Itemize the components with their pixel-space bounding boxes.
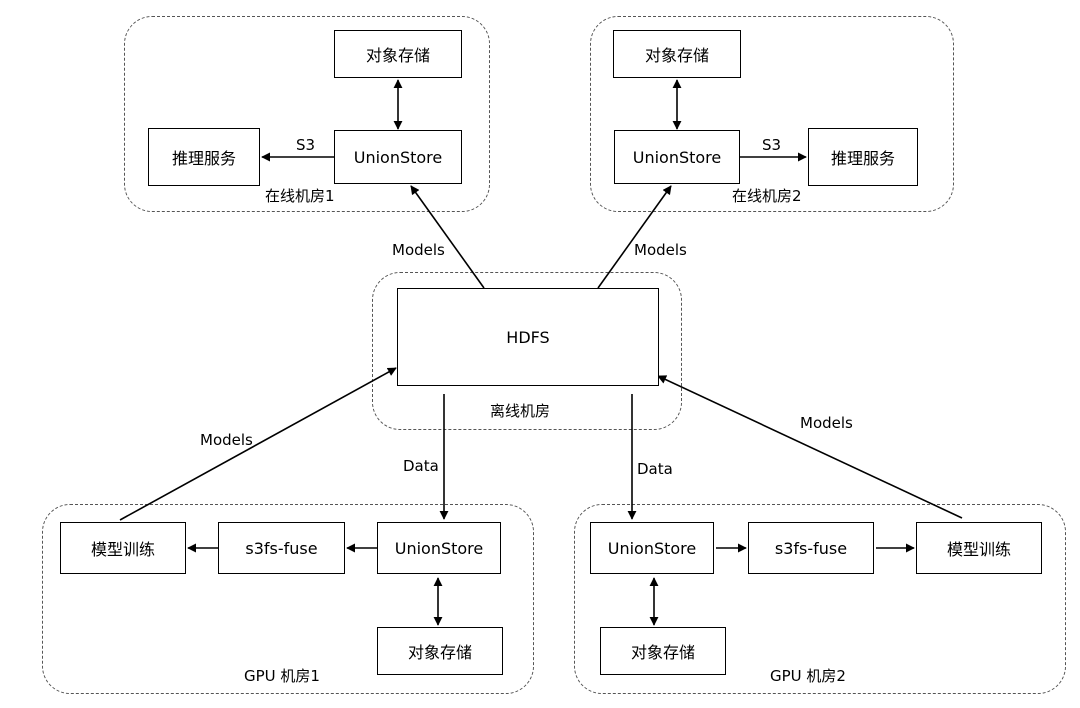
online2-unionstore[interactable]: UnionStore xyxy=(614,130,740,184)
models-to-online1-label: Models xyxy=(392,241,445,259)
hdfs[interactable]: HDFS xyxy=(397,288,659,386)
gpu1-s3fs-fuse[interactable]: s3fs-fuse xyxy=(218,522,345,574)
region-gpu-1-label: GPU 机房1 xyxy=(244,667,320,685)
online2-object-storage[interactable]: 对象存储 xyxy=(613,30,741,78)
region-online-1-label: 在线机房1 xyxy=(265,187,335,205)
online1-object-storage[interactable]: 对象存储 xyxy=(334,30,462,78)
gpu2-model-training[interactable]: 模型训练 xyxy=(916,522,1042,574)
models-from-gpu2-label: Models xyxy=(800,414,853,432)
data-to-gpu1-label: Data xyxy=(403,457,439,475)
edge-models-from-gpu1 xyxy=(119,367,397,521)
online1-s3-label: S3 xyxy=(296,136,316,154)
region-offline-label: 离线机房 xyxy=(490,402,551,420)
region-online-2 xyxy=(590,16,954,212)
online2-inference-service[interactable]: 推理服务 xyxy=(808,128,918,186)
online1-unionstore[interactable]: UnionStore xyxy=(334,130,462,184)
region-gpu-2-label: GPU 机房2 xyxy=(770,667,846,685)
online2-s3-label: S3 xyxy=(762,136,782,154)
gpu1-object-storage[interactable]: 对象存储 xyxy=(377,627,503,675)
region-online-1 xyxy=(124,16,490,212)
data-to-gpu2-label: Data xyxy=(637,460,673,478)
gpu2-unionstore[interactable]: UnionStore xyxy=(590,522,714,574)
region-offline xyxy=(372,272,682,430)
models-to-online2-label: Models xyxy=(634,241,687,259)
models-from-gpu1-label: Models xyxy=(200,431,253,449)
region-online-2-label: 在线机房2 xyxy=(732,187,802,205)
gpu1-model-training[interactable]: 模型训练 xyxy=(60,522,186,574)
gpu2-s3fs-fuse[interactable]: s3fs-fuse xyxy=(748,522,874,574)
online1-inference-service[interactable]: 推理服务 xyxy=(148,128,260,186)
gpu2-object-storage[interactable]: 对象存储 xyxy=(600,627,726,675)
edge-models-from-gpu2 xyxy=(657,375,963,519)
gpu1-unionstore[interactable]: UnionStore xyxy=(377,522,501,574)
